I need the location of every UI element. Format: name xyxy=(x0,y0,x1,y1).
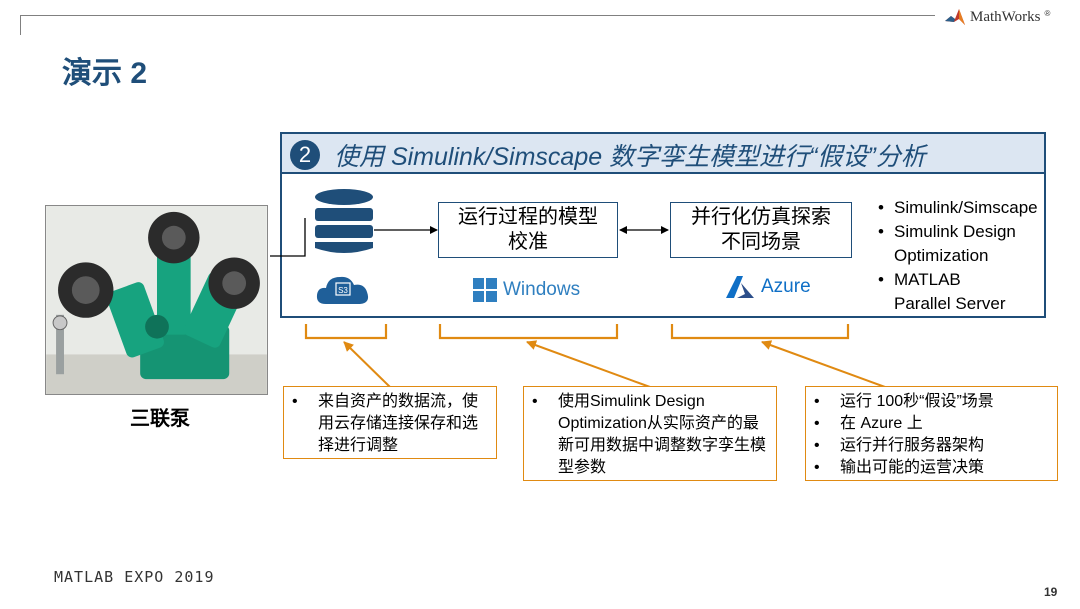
windows-logo-icon xyxy=(473,278,497,302)
note-item: • 使用Simulink Design Optimization从实际资产的最新… xyxy=(530,391,770,479)
note-text: 运行 100秒“假设”场景 xyxy=(840,393,994,410)
s3-label: S3 xyxy=(338,286,348,295)
note-3-pointer xyxy=(761,340,886,388)
pump-connector-line xyxy=(270,218,306,257)
note-item: • 运行 100秒“假设”场景 xyxy=(812,391,1051,413)
page-number: 19 xyxy=(1044,585,1058,599)
note-item: • 在 Azure 上 xyxy=(812,413,1051,435)
main-box-header xyxy=(282,134,1044,174)
bullet: • xyxy=(814,393,820,410)
tool-item: • MATLAB Parallel Server xyxy=(878,268,1038,316)
tool-line: MATLAB xyxy=(894,270,961,289)
note-data-stream: • 来自资产的数据流，使用云存储连接保存和选择进行调整 xyxy=(283,386,497,459)
bullet: • xyxy=(878,222,884,241)
windows-label: Windows xyxy=(503,279,581,300)
note-1-pointer xyxy=(343,341,391,388)
note-item: • 输出可能的运营决策 xyxy=(812,457,1051,479)
note-item: • 运行并行服务器架构 xyxy=(812,435,1051,457)
bullet: • xyxy=(814,415,820,432)
note-parallel: • 运行 100秒“假设”场景 • 在 Azure 上 • 运行并行服务器架构 … xyxy=(805,386,1058,481)
bracket-parallel xyxy=(670,324,850,340)
mathworks-brand: MathWorks ® xyxy=(944,5,1050,29)
step-number-badge: 2 xyxy=(290,140,320,170)
azure-label: Azure xyxy=(761,276,811,297)
note-2-pointer xyxy=(526,340,651,388)
windows-platform: Windows xyxy=(473,278,580,302)
tool-line: Optimization xyxy=(894,246,989,265)
azure-platform: Azure xyxy=(725,275,811,299)
tool-item: • Simulink/Simscape xyxy=(878,196,1038,220)
tool-line: Simulink/Simscape xyxy=(894,198,1038,217)
azure-logo-icon xyxy=(726,276,754,298)
process-1-line1: 运行过程的模型 xyxy=(458,206,598,228)
tool-text: MATLAB Parallel Server xyxy=(894,268,1006,316)
tool-line: Simulink Design xyxy=(894,222,1016,241)
bullet: • xyxy=(814,459,820,476)
bullet: • xyxy=(814,437,820,454)
bullet: • xyxy=(532,393,538,410)
tool-text: Simulink/Simscape xyxy=(894,196,1038,220)
header-rule xyxy=(20,15,935,16)
s3-cloud-icon: S3 xyxy=(316,276,369,304)
process-box-calibration: 运行过程的模型 校准 xyxy=(438,202,618,258)
process-1-line2: 校准 xyxy=(508,231,548,253)
pump-photo xyxy=(45,205,268,395)
note-calibration: • 使用Simulink Design Optimization从实际资产的最新… xyxy=(523,386,777,481)
bracket-data xyxy=(304,324,388,340)
slide-title: 演示 2 xyxy=(62,57,148,90)
database-icon xyxy=(315,189,373,253)
note-text: 在 Azure 上 xyxy=(840,415,923,432)
header-rule-tick xyxy=(20,15,21,35)
process-2-line2: 不同场景 xyxy=(721,231,801,253)
bullet: • xyxy=(878,198,884,217)
mathworks-logo-icon xyxy=(945,9,965,25)
note-text: 来自资产的数据流，使用云存储连接保存和选择进行调整 xyxy=(318,393,479,454)
registered-mark: ® xyxy=(1044,9,1051,18)
mathworks-name: MathWorks xyxy=(970,8,1041,25)
main-box xyxy=(280,132,1046,318)
footer-event: MATLAB EXPO 2019 xyxy=(54,568,215,586)
note-item: • 来自资产的数据流，使用云存储连接保存和选择进行调整 xyxy=(290,391,490,457)
tool-line: Parallel Server xyxy=(894,294,1006,313)
bracket-calibration xyxy=(438,324,619,340)
main-box-title: 使用 Simulink/Simscape 数字孪生模型进行“假设”分析 xyxy=(334,143,926,171)
pump-label: 三联泵 xyxy=(130,408,190,430)
bullet: • xyxy=(292,393,298,410)
note-text: 运行并行服务器架构 xyxy=(840,437,985,454)
process-2-line1: 并行化仿真探索 xyxy=(691,206,831,228)
note-text: 使用Simulink Design Optimization从实际资产的最新可用… xyxy=(558,393,767,476)
note-text: 输出可能的运营决策 xyxy=(840,459,985,476)
bullet: • xyxy=(878,270,884,289)
process-box-parallel: 并行化仿真探索 不同场景 xyxy=(670,202,852,258)
